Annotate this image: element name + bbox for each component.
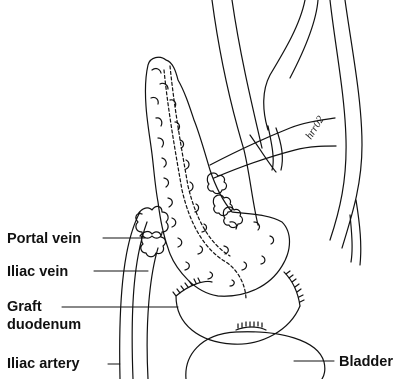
portal-anastomosis <box>136 173 243 257</box>
graft-duodenum <box>173 271 304 344</box>
label-portal-vein: Portal vein <box>7 231 81 247</box>
leader-lines <box>62 238 334 364</box>
label-bladder: Bladder <box>339 354 393 370</box>
label-iliac-artery: Iliac artery <box>7 356 80 372</box>
artist-signature: hrr02 <box>303 114 327 142</box>
pancreas-graft <box>145 57 289 300</box>
label-iliac-vein: Iliac vein <box>7 264 68 280</box>
label-graft: Graft <box>7 299 42 315</box>
label-duodenum: duodenum <box>7 317 81 333</box>
